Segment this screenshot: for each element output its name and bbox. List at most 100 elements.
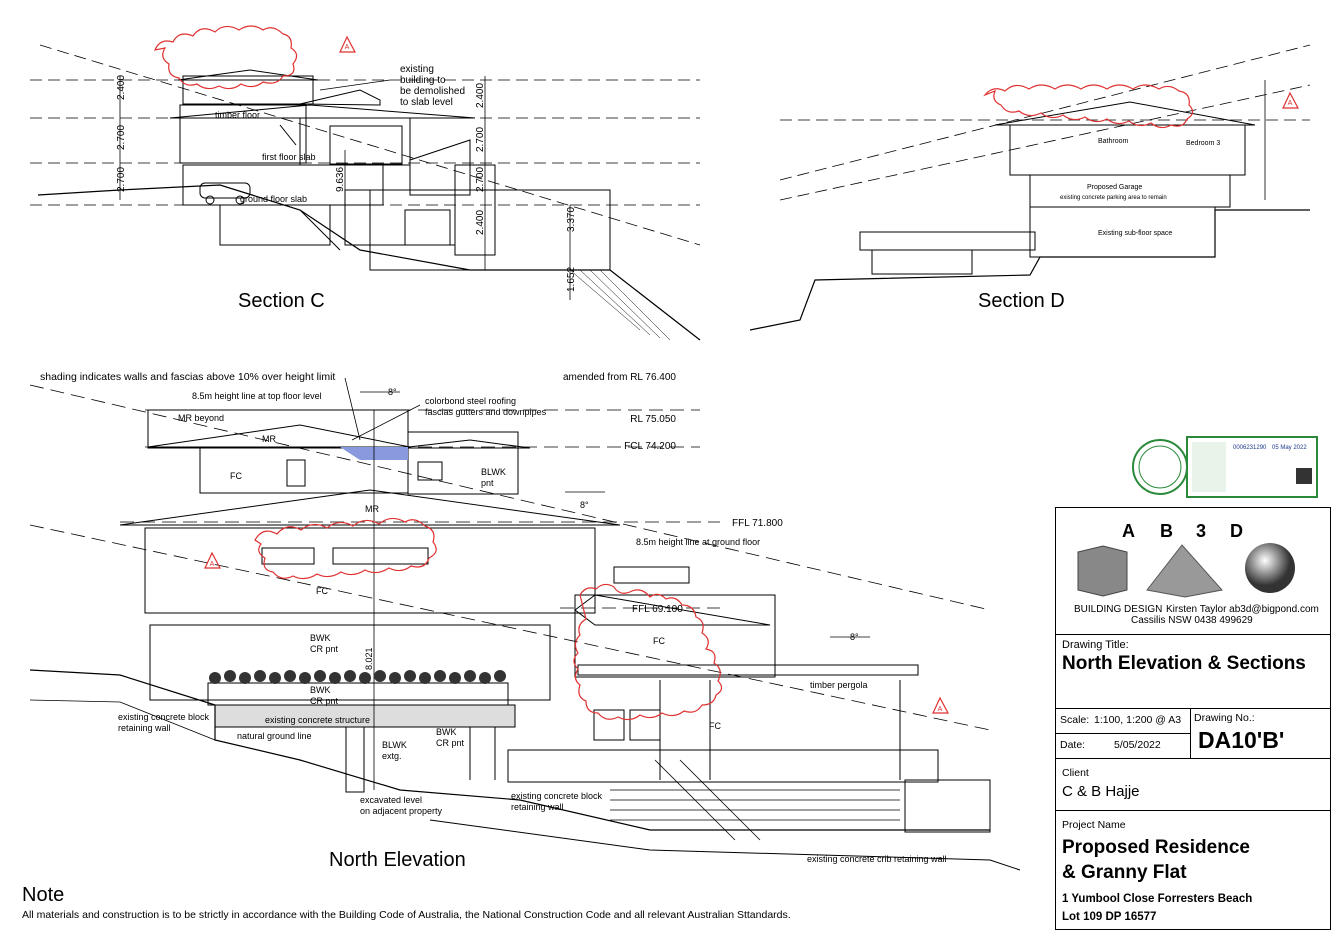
company-location: Cassilis NSW 0438 499629 (1131, 615, 1253, 626)
project-name-2: & Granny Flat (1062, 862, 1187, 883)
logo-letter-3: 3 (1196, 521, 1206, 541)
company-name: BUILDING DESIGN (1074, 604, 1163, 615)
c-dim-left-2: 2.700 (116, 125, 127, 150)
section-c (30, 25, 701, 341)
rev-triangle-label: A (345, 44, 350, 51)
north-elevation (29, 79, 1021, 871)
client-row: Client C & B Hajje (1056, 758, 1330, 810)
project-address-2: Lot 109 DP 16577 (1062, 911, 1157, 923)
drawing-title-label: Drawing Title: (1062, 639, 1129, 651)
label-ex-block2-2: retaining wall (511, 802, 564, 812)
section-d-title: Section D (978, 290, 1065, 312)
rev-triangle-label-e1: A (210, 561, 215, 568)
label-height-dim: 8.021 (364, 647, 374, 670)
company-contact: Kirsten Taylor ab3d@bigpond.com (1166, 604, 1319, 615)
height-line-ground: 8.5m height line at ground floor (636, 537, 760, 547)
label-blwk-extg-1: BLWK (382, 740, 407, 750)
c-dim-left-3: 2.700 (116, 167, 127, 192)
basix-date: 05 May 2022 (1272, 445, 1307, 451)
qr-code-icon (1296, 468, 1312, 484)
absa-badge-ring (1138, 445, 1182, 489)
logo-letter-d: D (1230, 521, 1243, 541)
c-label-ground-floor-slab: ground floor slab (240, 194, 307, 204)
d-label-bedroom: Bedroom 3 (1186, 140, 1220, 147)
project-name-1: Proposed Residence (1062, 837, 1250, 858)
label-fc-right: FC (653, 636, 665, 646)
label-fc-top: FC (230, 471, 242, 481)
project-row: Project Name Proposed Residence & Granny… (1056, 810, 1330, 930)
note-title: Note (22, 884, 65, 906)
north-elevation-title: North Elevation (329, 849, 466, 871)
c-note-line-3: be demolished (400, 86, 465, 97)
c-dim-right-3: 2.700 (475, 167, 486, 192)
angle-label-3: 8° (850, 632, 859, 642)
note-text: All materials and construction is to be … (22, 909, 791, 921)
project-label: Project Name (1062, 819, 1126, 831)
c-dim-mid: 9.636 (335, 167, 346, 192)
ab3d-logo (1077, 543, 1295, 598)
title-block: BUILDING DESIGN Kirsten Taylor ab3d@bigp… (1055, 507, 1331, 930)
height-lines (29, 384, 991, 731)
c-dim-right-4: 2.400 (475, 210, 486, 235)
logo-letter-a: A (1122, 521, 1135, 541)
label-mr-2: MR (365, 504, 379, 514)
client-name: C & B Hajje (1062, 783, 1140, 800)
c-note-line-2: building to (400, 75, 446, 86)
d-label-parking: existing concrete parking area to remain (1060, 195, 1167, 201)
angle-label-2: 8° (580, 500, 589, 510)
section-d-level-lines (779, 44, 1311, 201)
label-bwk3-1: BWK (436, 727, 457, 737)
drawing-no: DA10'B' (1198, 727, 1285, 753)
shading-note: shading indicates walls and fascias abov… (40, 371, 335, 383)
label-excavated-1: excavated level (360, 795, 422, 805)
section-c-hatch (569, 269, 671, 341)
roofing-note-2: fascias gutters and downpipes (425, 407, 547, 417)
rev-triangle-label-d: A (1288, 100, 1293, 107)
label-bwk3-2: CR pnt (436, 738, 465, 748)
section-d (749, 44, 1311, 331)
label-bwk2-1: BWK (310, 685, 331, 695)
drawing-title-row: Drawing Title: North Elevation & Section… (1056, 634, 1330, 708)
basix-number: 0006231290 (1233, 445, 1267, 451)
date-value: 5/05/2022 (1114, 739, 1161, 751)
pyramid-icon (1146, 544, 1223, 598)
label-blwk-2: pnt (481, 478, 494, 488)
label-fc-mid: FC (316, 586, 328, 596)
c-note-line-4: to slab level (400, 97, 453, 108)
section-c-level-lines (30, 44, 701, 246)
label-ex-block2-1: existing concrete block (511, 791, 603, 801)
label-crib: existing concrete crib retaining wall (807, 854, 947, 864)
house-badge-icon (1192, 442, 1226, 492)
drawing-no-label: Drawing No.: (1194, 712, 1255, 724)
project-address-1: 1 Yumbool Close Forresters Beach (1062, 893, 1253, 905)
height-line-top: 8.5m height line at top floor level (192, 391, 322, 401)
roofing-note-1: colorbond steel roofing (425, 396, 516, 406)
label-natural-ground: natural ground line (237, 731, 312, 741)
c-label-timber-floor: timber floor (215, 110, 260, 120)
angle-label-1: 8° (388, 387, 397, 397)
label-blwk-1: BLWK (481, 467, 506, 477)
drawing-title: North Elevation & Sections (1062, 653, 1306, 674)
label-bwk-1: BWK (310, 633, 331, 643)
c-dim-right-6: 1.652 (566, 267, 577, 292)
client-label: Client (1062, 767, 1089, 779)
scale-value: 1:100, 1:200 @ A3 (1094, 714, 1182, 726)
scale-label: Scale: (1060, 714, 1090, 726)
basix-badges (1132, 436, 1318, 498)
ffl1-label: FFL 71.800 (732, 518, 783, 529)
c-dim-left-1: 2.400 (116, 75, 127, 100)
label-bwk2-2: CR pnt (310, 696, 339, 706)
c-dim-right-2: 2.700 (475, 127, 486, 152)
fcl-label: FCL 74.200 (624, 441, 676, 452)
c-dim-right-1: 2.400 (475, 83, 486, 108)
label-mr: MR (262, 434, 276, 444)
label-ex-structure: existing concrete structure (265, 715, 370, 725)
elevation-stairs (610, 759, 900, 841)
logo-letter-b: B (1160, 521, 1173, 541)
label-ex-block-1: existing concrete block (118, 712, 210, 722)
scale-date-row: Scale: 1:100, 1:200 @ A3 Date: 5/05/2022… (1056, 708, 1330, 759)
sphere-icon (1245, 543, 1295, 593)
rev-triangle-label-e2: A (938, 706, 943, 713)
